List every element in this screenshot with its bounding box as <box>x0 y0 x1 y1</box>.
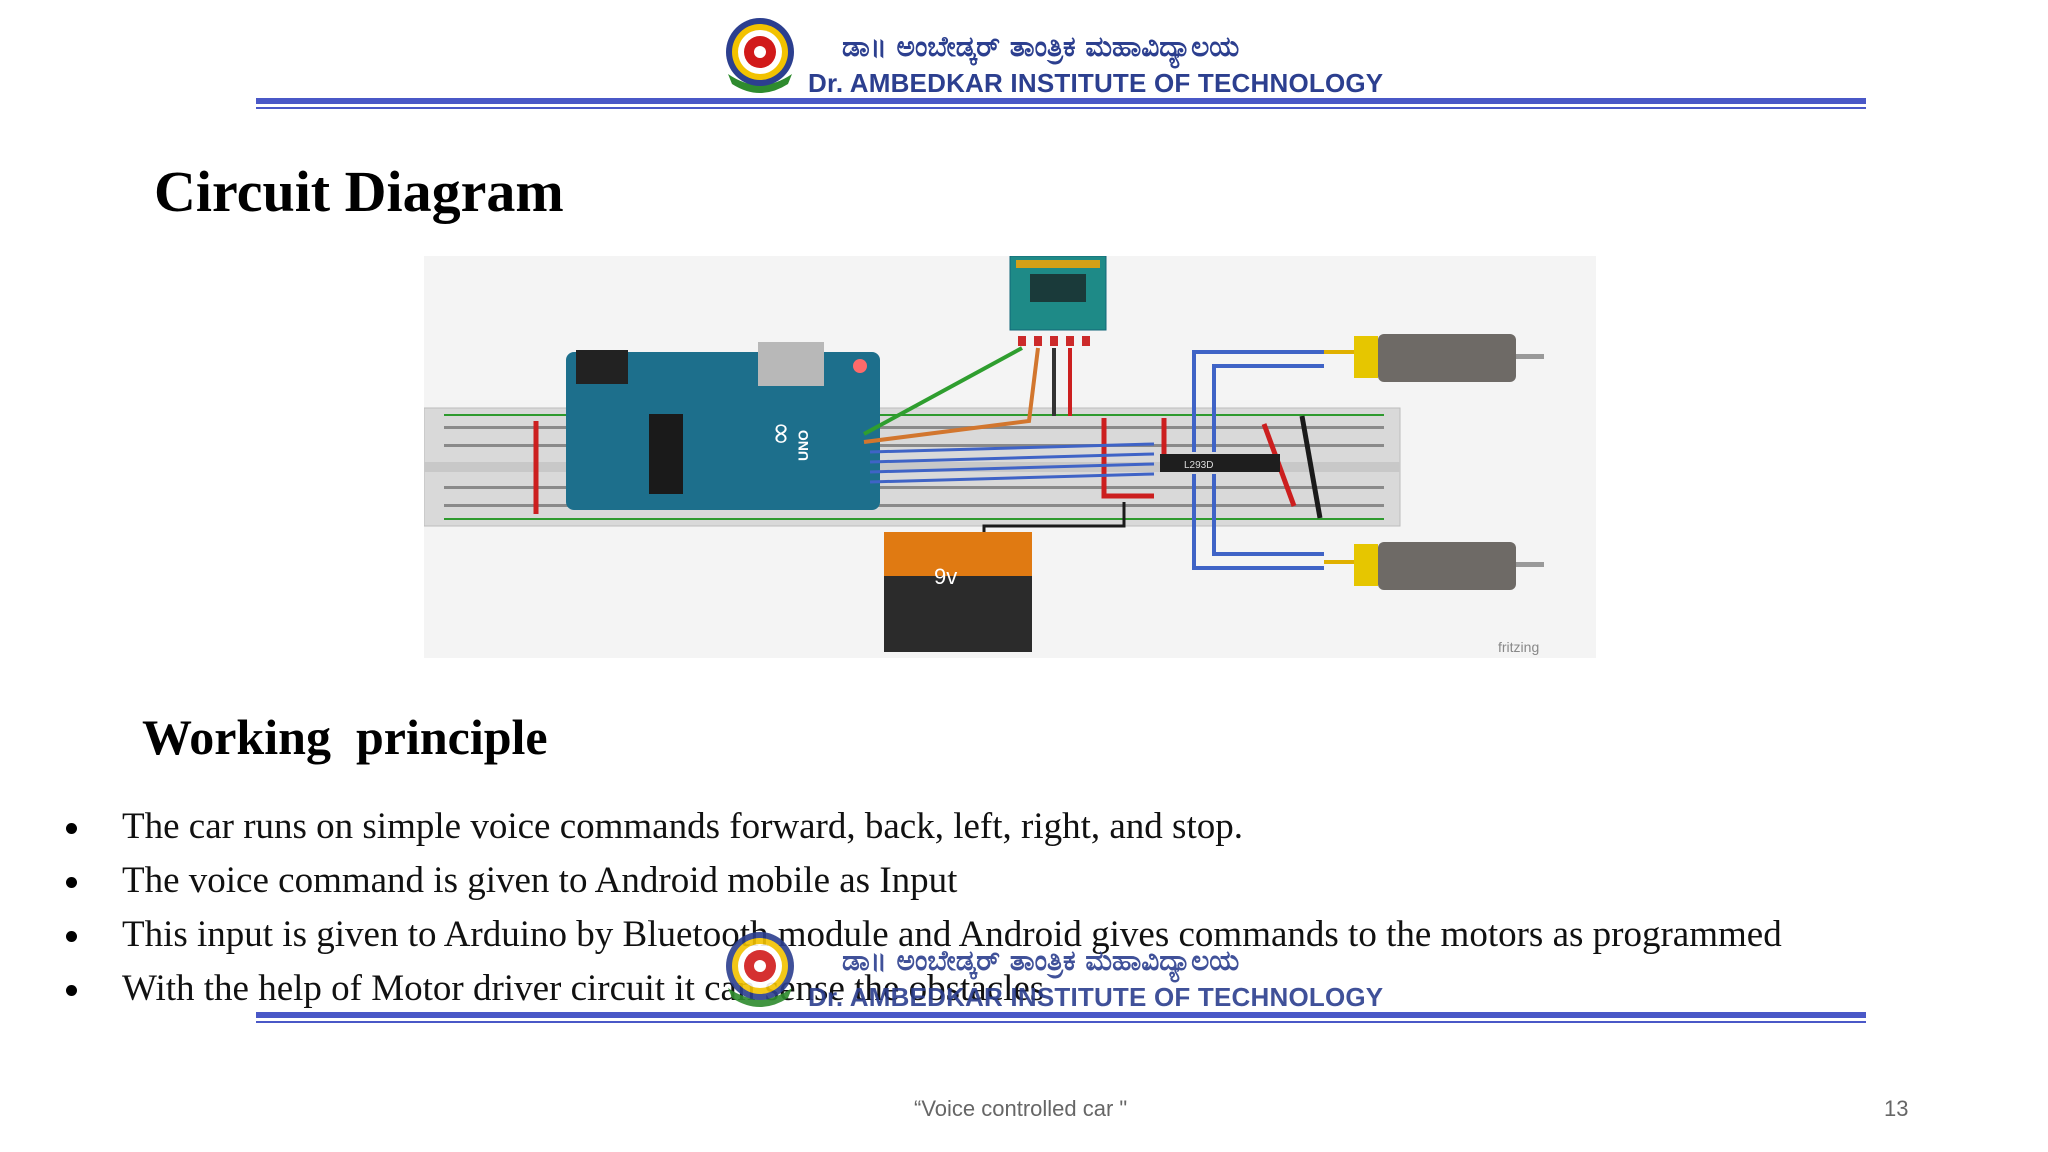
institute-seal-logo-icon <box>722 928 798 1008</box>
list-item: The voice command is given to Android mo… <box>60 854 1782 908</box>
section-title-working-principle: Working principle <box>142 709 548 765</box>
circuit-diagram-image: ∞ UNO L293D <box>423 255 1596 658</box>
section-title-circuit-diagram: Circuit Diagram <box>154 159 564 224</box>
header-rule-thin <box>256 1021 1866 1023</box>
bullet-dot <box>66 931 77 942</box>
bullet-dot <box>66 823 77 834</box>
arduino-label: UNO <box>795 430 811 461</box>
list-item: The car runs on simple voice commands fo… <box>60 800 1782 854</box>
fritzing-watermark: fritzing <box>1498 639 1539 655</box>
arduino-logo: ∞ <box>763 421 798 446</box>
header-rule <box>256 98 1866 104</box>
institute-header-overlay: ಡಾ॥ ಅಂಬೇಡ್ಕರ್ ತಾಂತ್ರಿಕ ಮಹಾವಿದ್ಯಾಲಯ Dr. A… <box>0 920 2048 1030</box>
footer-caption: “Voice controlled car " <box>914 1096 1128 1121</box>
circuit-diagram-svg: ∞ UNO L293D <box>423 255 1544 655</box>
page-number: 13 <box>1884 1096 1909 1121</box>
header-kannada-name: ಡಾ॥ ಅಂಬೇಡ್ಕರ್ ತಾಂತ್ರಿಕ ಮಹಾವಿದ್ಯಾಲಯ <box>842 30 1240 63</box>
battery-label: 9v <box>934 564 957 589</box>
header-kannada-name: ಡಾ॥ ಅಂಬೇಡ್ಕರ್ ತಾಂತ್ರಿಕ ಮಹಾವಿದ್ಯಾಲಯ <box>842 944 1240 977</box>
working-principle-list: The car runs on simple voice commands fo… <box>60 800 1782 1016</box>
institute-seal-logo-icon <box>722 14 798 94</box>
list-item: With the help of Motor driver circuit it… <box>60 962 1782 1016</box>
driver-chip-label: L293D <box>1184 460 1213 471</box>
header-rule-thin <box>256 107 1866 109</box>
bullet-dot <box>66 877 77 888</box>
header-english-name: Dr. AMBEDKAR INSTITUTE OF TECHNOLOGY <box>808 68 1384 98</box>
institute-header: ಡಾ॥ ಅಂಬೇಡ್ಕರ್ ತಾಂತ್ರಿಕ ಮಹಾವಿದ್ಯಾಲಯ Dr. A… <box>0 0 2048 120</box>
bullet-dot <box>66 985 77 996</box>
list-item: This input is given to Arduino by Blueto… <box>60 908 1782 962</box>
header-rule <box>256 1012 1866 1018</box>
header-english-name: Dr. AMBEDKAR INSTITUTE OF TECHNOLOGY <box>808 982 1384 1012</box>
